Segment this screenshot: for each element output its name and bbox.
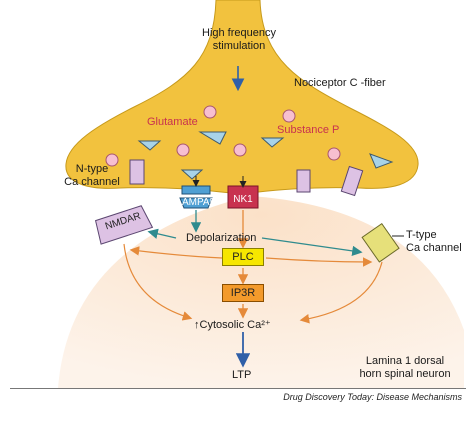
- neuron-label: Lamina 1 dorsal horn spinal neuron: [350, 355, 460, 381]
- plc-box: PLC: [222, 248, 264, 266]
- nk1-label: NK1: [233, 194, 253, 205]
- ampar-receptor-top: [181, 185, 211, 195]
- glutamate-triangle: [180, 169, 204, 180]
- depolarization-label: Depolarization: [186, 232, 257, 244]
- depolarization-to-nmdar-arrow: [147, 228, 177, 239]
- stimulation-label: High frequency stimulation: [180, 27, 298, 53]
- journal-credit: Drug Discovery Today: Disease Mechanisms: [283, 392, 462, 402]
- glutamate-label: Glutamate: [147, 116, 198, 128]
- nmdar-to-cytosolic-arrow: [123, 243, 193, 321]
- ampar-receptor: [179, 197, 213, 209]
- vesicle: [105, 153, 119, 167]
- ttype-channel: [361, 222, 400, 263]
- glutamate-triangle: [198, 131, 227, 145]
- stimulation-line2: stimulation: [212, 40, 266, 52]
- terminal-channel-far-right: [340, 165, 364, 197]
- glutamate-triangle: [369, 153, 394, 169]
- glutamate-molecules: [137, 131, 394, 180]
- vesicle: [282, 109, 296, 123]
- ntype-label: N-type Ca channel: [60, 163, 124, 189]
- vesicle: [327, 147, 341, 161]
- glutamate-triangle: [137, 140, 162, 151]
- ntype-channel: [129, 159, 145, 185]
- footer-rule: [10, 388, 466, 389]
- ttype-line2: Ca channel: [406, 242, 462, 254]
- vesicle: [233, 143, 247, 157]
- ntype-line2: Ca channel: [64, 176, 120, 188]
- ttype-label: T-type Ca channel: [406, 229, 462, 255]
- neuron-line1: Lamina 1 dorsal: [365, 355, 445, 367]
- ltp-label: LTP: [232, 369, 252, 381]
- vesicle: [203, 105, 217, 119]
- stimulation-line1: High frequency: [202, 27, 276, 39]
- neuron-line2: horn spinal neuron: [359, 368, 451, 380]
- ip3r-box: IP3R: [222, 284, 264, 302]
- substance-p-label: Substance P: [277, 124, 340, 136]
- glutamate-triangle: [260, 137, 285, 148]
- depolarization-to-ttype-arrow: [261, 237, 363, 257]
- terminal-channel-right: [296, 169, 311, 193]
- ttype-to-cytosolic-arrow: [299, 261, 383, 324]
- ampar-label: AMPAR: [182, 197, 217, 208]
- plc-to-ttype-arrow: [265, 257, 373, 267]
- nmdar-receptor: [94, 205, 154, 245]
- vesicle: [176, 143, 190, 157]
- plc-to-nmdar-arrow: [129, 246, 223, 259]
- ntype-line1: N-type: [75, 163, 109, 175]
- ttype-line1: T-type: [406, 229, 437, 241]
- vesicles: [105, 105, 341, 167]
- cytosolic-label: ↑Cytosolic Ca²⁺: [194, 319, 271, 331]
- fiber-label: Nociceptor C -fiber: [294, 77, 386, 89]
